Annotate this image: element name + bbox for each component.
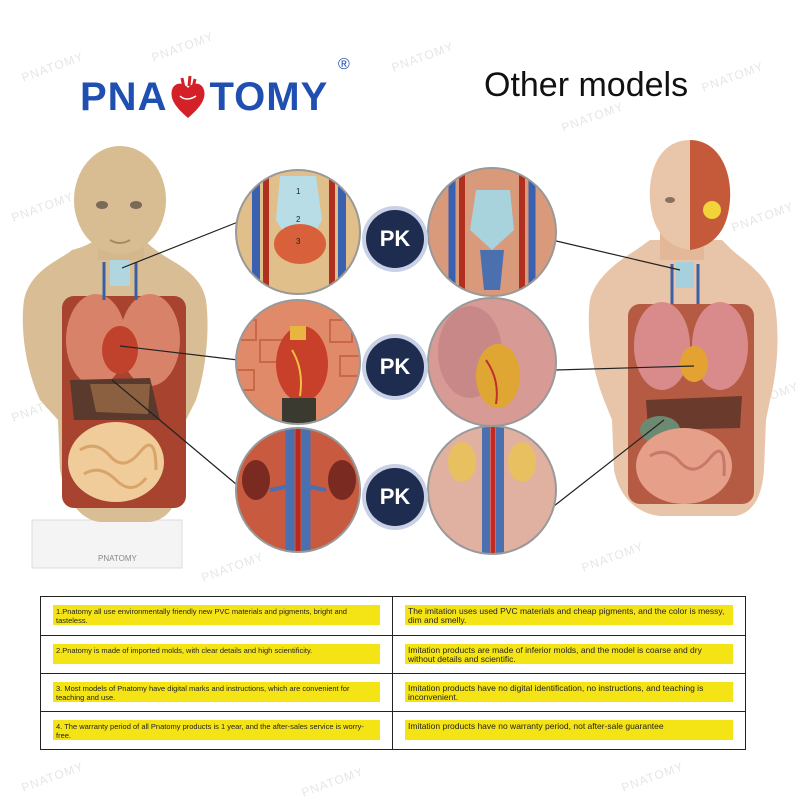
right-detail-heart — [428, 298, 556, 426]
pnatomy-feature-text: 1.Pnatomy all use environmentally friend… — [53, 605, 380, 625]
pnatomy-cell: 1.Pnatomy all use environmentally friend… — [41, 597, 393, 635]
pk-badge: PK — [366, 210, 424, 268]
imitation-cell: Imitation products have no digital ident… — [393, 674, 745, 712]
brand-name-part2: TOMY — [209, 74, 329, 119]
brand-name-part1: PNA — [80, 74, 168, 119]
right-detail-neck — [428, 168, 556, 296]
other-models-title: Other models — [484, 66, 689, 104]
comparison-table: 1.Pnatomy all use environmentally friend… — [40, 596, 746, 750]
right-detail-kidney — [428, 426, 556, 554]
imitation-cell: Imitation products have no warranty peri… — [393, 712, 745, 750]
pk-badge: PK — [366, 338, 424, 396]
heart-icon — [171, 75, 205, 118]
table-row: 4. The warranty period of all Pnatomy pr… — [41, 711, 745, 750]
imitation-feature-text: Imitation products have no digital ident… — [405, 682, 733, 702]
table-row: 3. Most models of Pnatomy have digital m… — [41, 673, 745, 712]
pnatomy-cell: 4. The warranty period of all Pnatomy pr… — [41, 712, 393, 750]
svg-text:2: 2 — [296, 215, 301, 224]
svg-text:3: 3 — [296, 237, 301, 246]
left-detail-neck: 1 2 3 — [236, 170, 360, 294]
imitation-cell: The imitation uses used PVC materials an… — [393, 597, 745, 635]
imitation-feature-text: Imitation products have no warranty peri… — [405, 720, 733, 740]
pnatomy-cell: 2.Pnatomy is made of imported molds, wit… — [41, 636, 393, 674]
imitation-feature-text: The imitation uses used PVC materials an… — [405, 605, 733, 625]
pnatomy-feature-text: 3. Most models of Pnatomy have digital m… — [53, 682, 380, 702]
table-row: 1.Pnatomy all use environmentally friend… — [41, 597, 745, 635]
right-torso-model — [588, 140, 778, 516]
model-base-label: PNATOMY — [98, 554, 137, 563]
left-detail-kidney — [236, 428, 360, 552]
pk-badge: PK — [366, 468, 424, 526]
left-torso-model — [22, 146, 208, 569]
pnatomy-feature-text: 4. The warranty period of all Pnatomy pr… — [53, 720, 380, 740]
table-row: 2.Pnatomy is made of imported molds, wit… — [41, 635, 745, 674]
registered-mark: ® — [338, 56, 350, 73]
left-detail-heart — [236, 300, 360, 424]
svg-text:1: 1 — [296, 187, 301, 196]
imitation-feature-text: Imitation products are made of inferior … — [405, 644, 733, 664]
connector-lines — [111, 221, 695, 507]
brand-logo: PNA TOMY — [80, 74, 328, 120]
pnatomy-cell: 3. Most models of Pnatomy have digital m… — [41, 674, 393, 712]
pnatomy-feature-text: 2.Pnatomy is made of imported molds, wit… — [53, 644, 380, 664]
imitation-cell: Imitation products are made of inferior … — [393, 636, 745, 674]
